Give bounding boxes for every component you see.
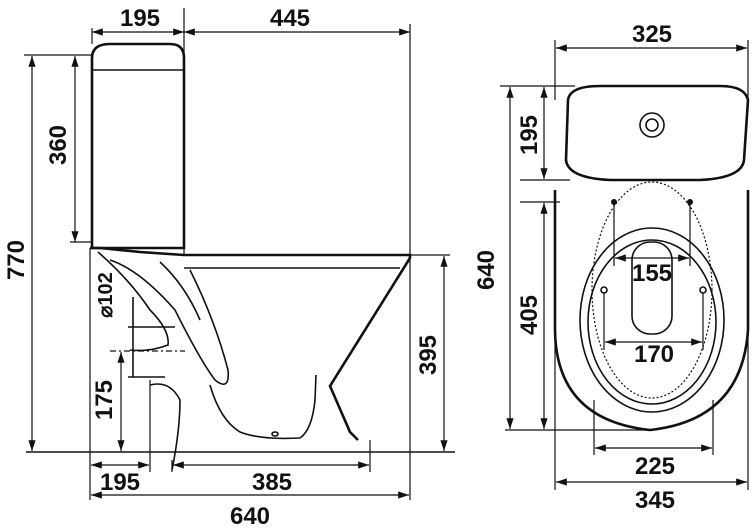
dim-tank-width: 325 [632,21,672,48]
dim-outlet-offset: 195 [100,469,140,496]
dim-tank-height: 360 [45,125,72,165]
dim-tank-top-depth: 195 [516,115,543,155]
dim-total-width: 345 [635,487,675,514]
dim-bowl-length: 405 [516,295,543,335]
bowl-outline [90,246,412,441]
dim-outlet-diameter: ⌀102 [95,272,117,317]
dim-base-width: 225 [635,453,675,480]
flush-button [639,112,665,138]
dim-tank-depth: 195 [120,5,160,32]
dim-total-height: 770 [3,240,30,280]
dim-outlet-height: 175 [91,380,118,420]
side-view: 195 445 360 770 ⌀102 175 395 195 385 640 [3,5,455,530]
dim-bowl-depth: 445 [270,5,310,32]
dim-top-total-length: 640 [473,250,500,290]
dim-front-hole-spacing: 170 [634,341,674,368]
dim-base-length: 385 [252,469,292,496]
dim-seat-height: 395 [415,335,442,375]
dim-rear-hole-spacing: 155 [632,260,672,287]
tank-top-outline [564,84,750,182]
dim-total-length: 640 [230,503,270,530]
tank-outline [90,42,186,250]
top-view: 155 170 325 195 405 640 225 345 [473,21,750,514]
bowl-top-outline [553,190,750,432]
